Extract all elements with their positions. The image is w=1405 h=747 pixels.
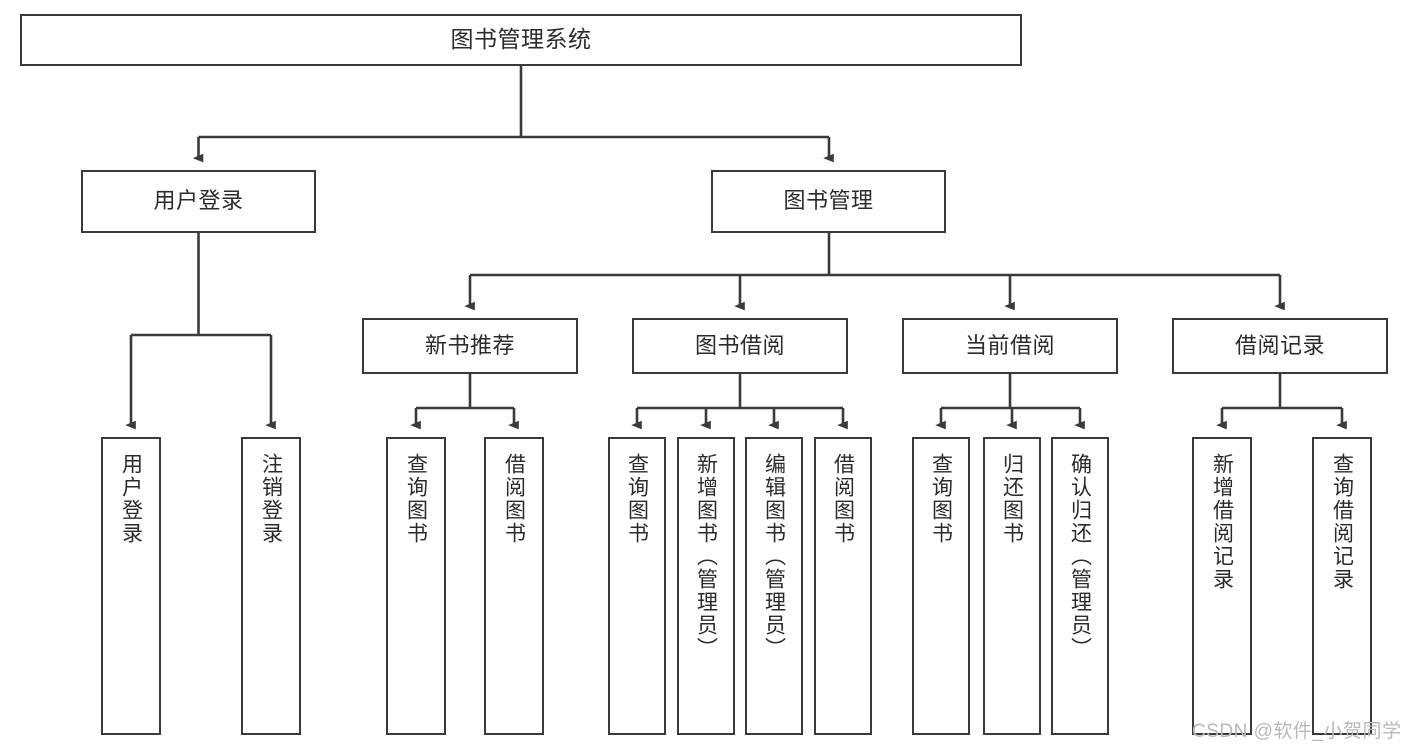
node-leaf-borrow-book-1[interactable]: 借阅图书: [484, 437, 544, 735]
node-leaf-confirm-return[interactable]: 确认归还（管理员）: [1051, 437, 1109, 735]
node-new-book-recommend-label: 新书推荐: [424, 332, 515, 358]
node-leaf-confirm-return-label: 确认归还（管理员）: [1068, 453, 1092, 660]
node-leaf-add-borrow-record[interactable]: 新增借阅记录: [1192, 437, 1252, 735]
node-leaf-borrow-book-1-label: 借阅图书: [502, 453, 526, 545]
node-book-borrow-label: 图书借阅: [694, 332, 785, 358]
node-leaf-user-login-label: 用户登录: [119, 453, 143, 545]
node-leaf-logout-login[interactable]: 注销登录: [241, 437, 301, 735]
node-leaf-query-book-3[interactable]: 查询图书: [912, 437, 970, 735]
node-leaf-add-book-admin-label: 新增图书（管理员）: [694, 453, 718, 660]
node-user-login[interactable]: 用户登录: [81, 170, 316, 233]
node-leaf-edit-book-admin[interactable]: 编辑图书（管理员）: [745, 437, 803, 735]
node-new-book-recommend[interactable]: 新书推荐: [362, 318, 578, 374]
csdn-watermark: CSDN @软件_小贺同学: [1192, 721, 1402, 742]
node-book-manage[interactable]: 图书管理: [711, 170, 946, 233]
node-book-borrow[interactable]: 图书借阅: [632, 318, 848, 374]
node-current-borrow-label: 当前借阅: [964, 332, 1055, 358]
node-leaf-query-book-1[interactable]: 查询图书: [386, 437, 446, 735]
node-borrow-record[interactable]: 借阅记录: [1172, 318, 1388, 374]
node-leaf-return-book[interactable]: 归还图书: [983, 437, 1041, 735]
node-leaf-add-book-admin[interactable]: 新增图书（管理员）: [677, 437, 735, 735]
node-current-borrow[interactable]: 当前借阅: [902, 318, 1118, 374]
node-leaf-return-book-label: 归还图书: [1000, 453, 1024, 545]
node-leaf-query-book-3-label: 查询图书: [929, 453, 953, 545]
node-leaf-borrow-book-2[interactable]: 借阅图书: [814, 437, 872, 735]
node-leaf-edit-book-admin-label: 编辑图书（管理员）: [762, 453, 786, 660]
node-leaf-query-borrow-record[interactable]: 查询借阅记录: [1312, 437, 1372, 735]
node-leaf-query-book-2-label: 查询图书: [625, 453, 649, 545]
node-leaf-query-book-1-label: 查询图书: [404, 453, 428, 545]
node-leaf-query-book-2[interactable]: 查询图书: [608, 437, 666, 735]
node-leaf-borrow-book-2-label: 借阅图书: [831, 453, 855, 545]
node-leaf-add-borrow-record-label: 新增借阅记录: [1210, 453, 1234, 591]
node-leaf-user-login[interactable]: 用户登录: [101, 437, 161, 735]
node-borrow-record-label: 借阅记录: [1234, 332, 1325, 358]
node-root-label: 图书管理系统: [450, 26, 592, 53]
node-user-login-label: 用户登录: [153, 188, 244, 214]
node-leaf-logout-login-label: 注销登录: [259, 453, 283, 545]
node-leaf-query-borrow-record-label: 查询借阅记录: [1330, 453, 1354, 591]
node-book-manage-label: 图书管理: [783, 188, 874, 214]
node-root[interactable]: 图书管理系统: [20, 14, 1022, 66]
